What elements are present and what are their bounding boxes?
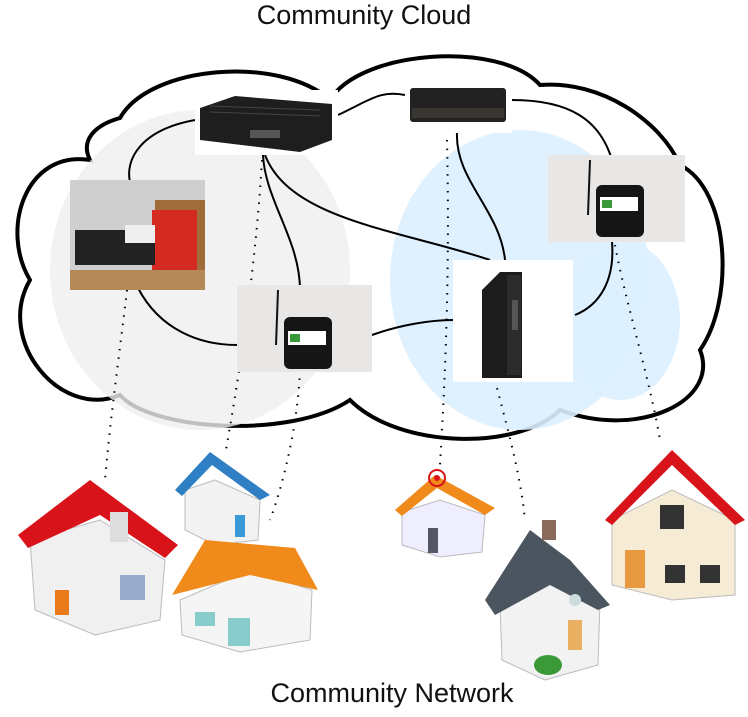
- orange-house[interactable]: [172, 540, 318, 653]
- network-caption: Community Network: [270, 678, 514, 708]
- red-roof-house[interactable]: [18, 480, 178, 636]
- home-server-shelf[interactable]: [70, 180, 205, 290]
- mini-pc-small[interactable]: [405, 80, 512, 133]
- wifi-house[interactable]: [395, 469, 495, 558]
- desktop-tower[interactable]: [453, 260, 573, 382]
- house-links: [104, 139, 661, 521]
- tall-red-roof-house[interactable]: [605, 450, 745, 601]
- router-right[interactable]: [548, 155, 685, 242]
- gray-roof-house[interactable]: [485, 520, 610, 681]
- network-links: [128, 92, 614, 346]
- blue-roof-house[interactable]: [175, 452, 270, 546]
- cloud-title: Community Cloud: [256, 0, 472, 30]
- mini-pc-fanless[interactable]: [195, 90, 338, 155]
- router-middle[interactable]: [237, 285, 372, 372]
- blue-cloud-blob-right: [560, 240, 680, 400]
